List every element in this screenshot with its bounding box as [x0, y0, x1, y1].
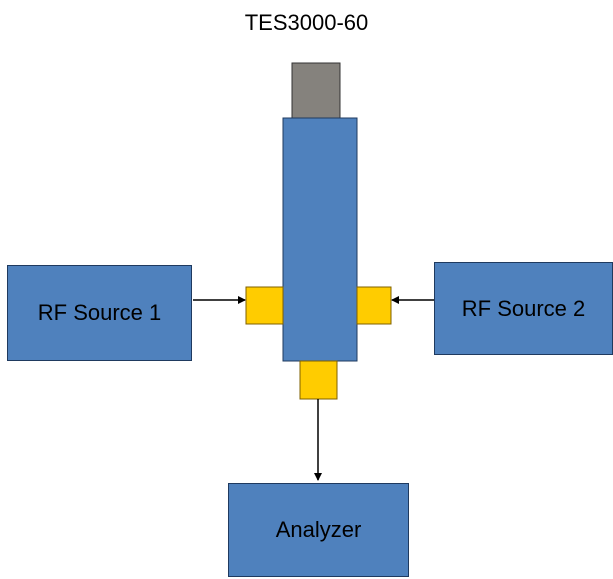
port-left: [245, 286, 284, 325]
device-cap: [291, 62, 341, 119]
rf-source-2-label: RF Source 2: [461, 295, 586, 321]
rf-source-2-block: RF Source 2: [434, 262, 613, 355]
analyzer-block: Analyzer: [228, 483, 409, 577]
analyzer-label: Analyzer: [275, 517, 362, 542]
rf-source-1-block: RF Source 1: [7, 265, 192, 361]
port-bottom: [299, 360, 338, 400]
diagram-title: TES3000-60: [244, 10, 369, 35]
device-body: [282, 117, 358, 362]
rf-source-1-label: RF Source 1: [37, 300, 162, 325]
port-right: [356, 286, 392, 325]
